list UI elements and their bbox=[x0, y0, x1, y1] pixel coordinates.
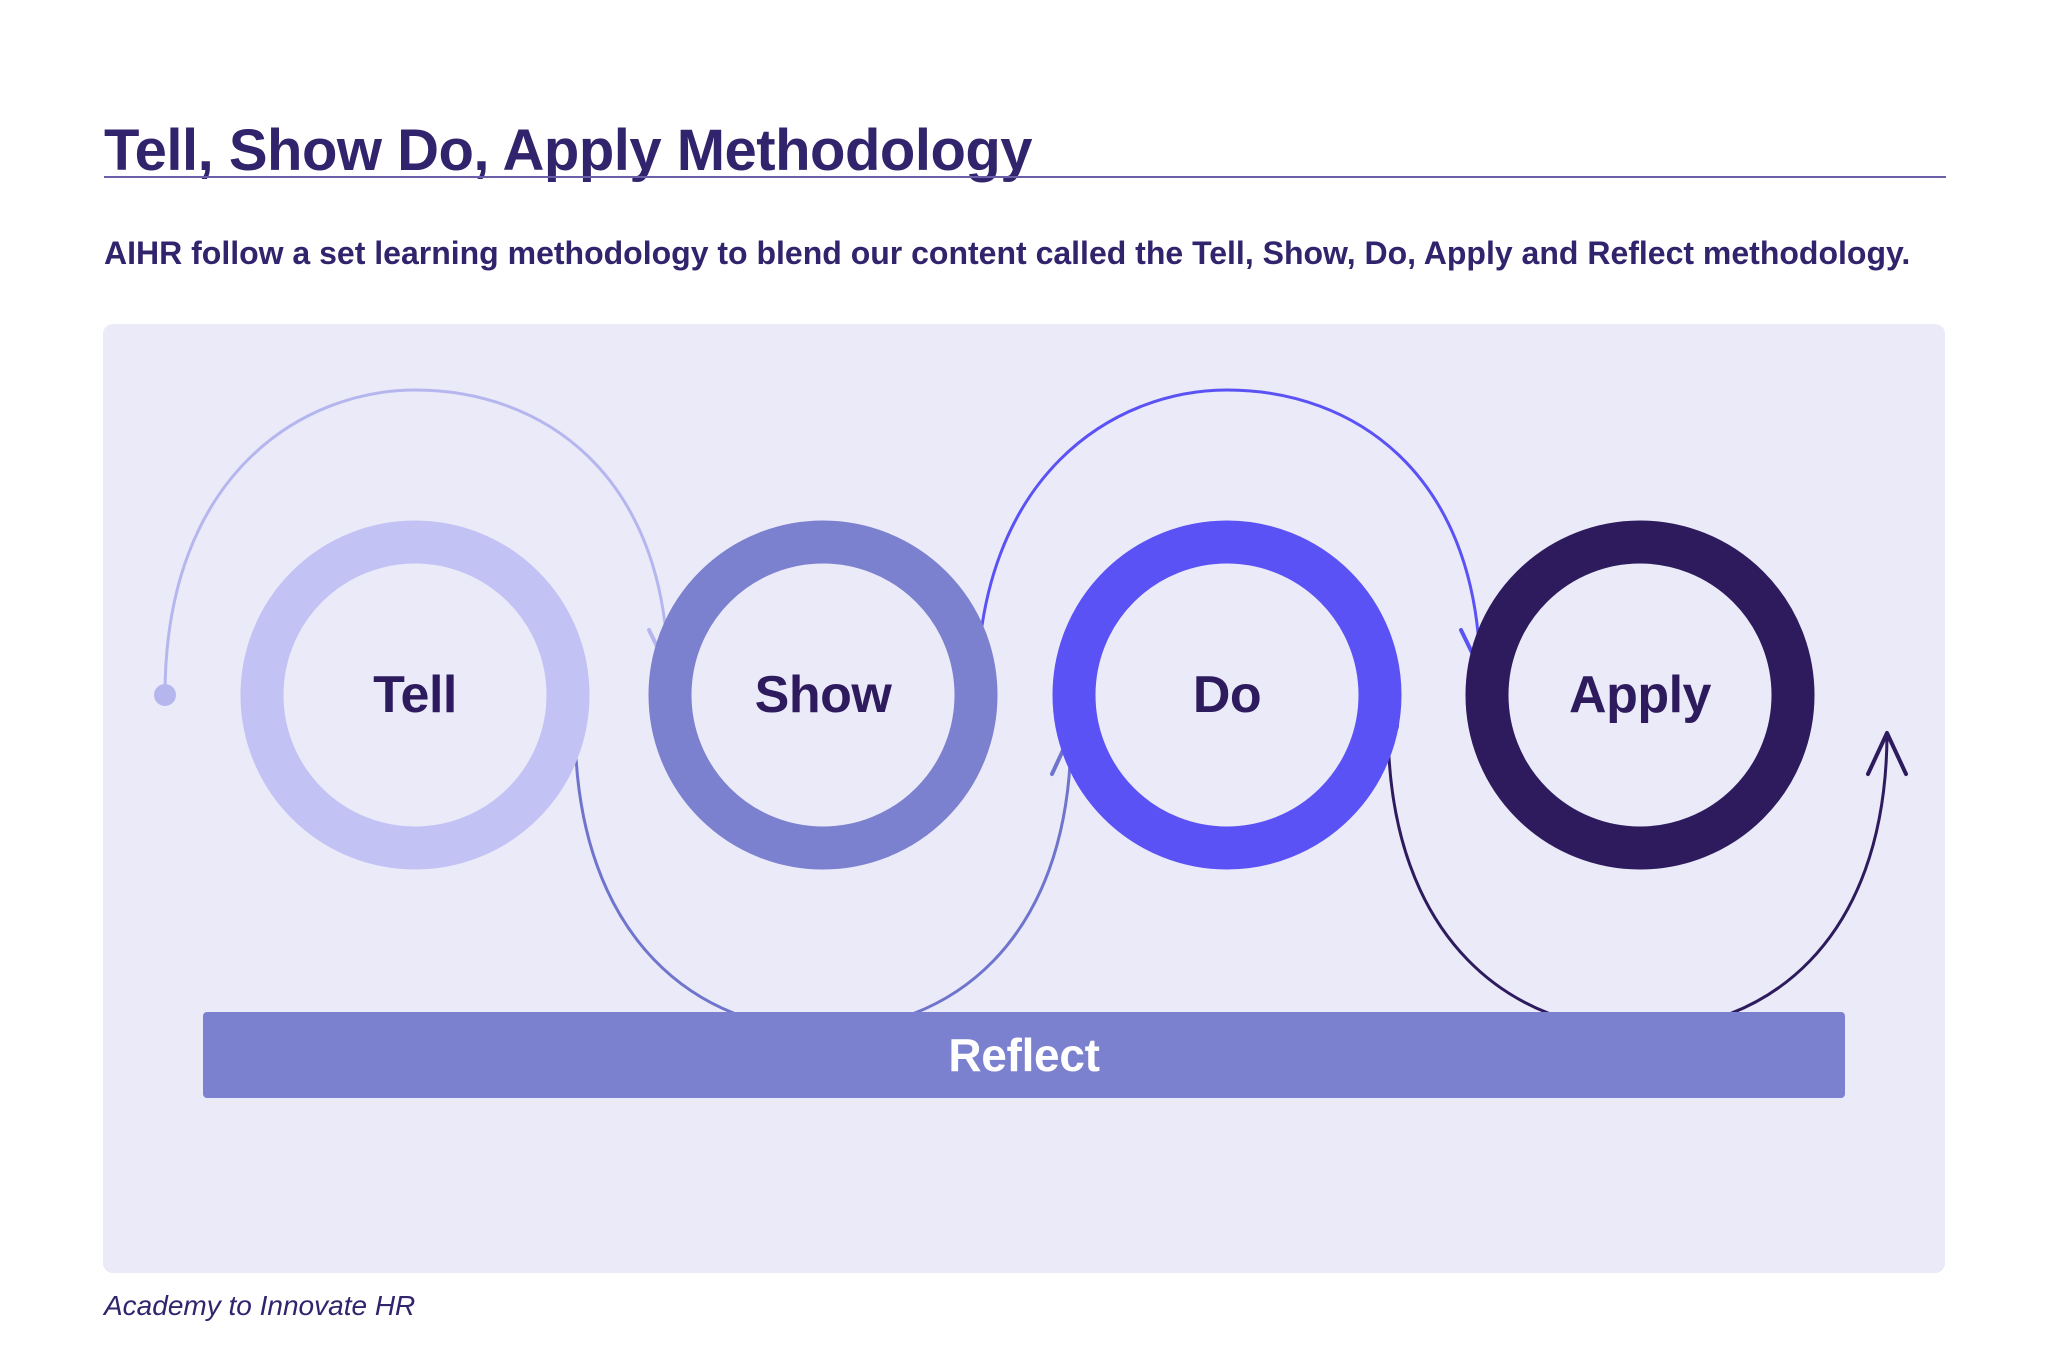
methodology-diagram: Tell Show Do Apply Reflect bbox=[103, 324, 1945, 1273]
diagram-panel: Tell Show Do Apply Reflect bbox=[103, 324, 1945, 1273]
reflect-banner: Reflect bbox=[203, 1012, 1845, 1098]
ring-tell bbox=[240, 520, 590, 870]
ring-apply bbox=[1465, 520, 1815, 870]
connector-apply-cycle bbox=[1377, 714, 1908, 1032]
node-label-show: Show bbox=[754, 666, 892, 724]
node-label-do: Do bbox=[1192, 666, 1262, 724]
reflect-banner-label: Reflect bbox=[948, 1029, 1100, 1081]
ring-do bbox=[1052, 520, 1402, 870]
diagram-canvas bbox=[154, 388, 1908, 1032]
page-subtitle: AIHR follow a set learning methodology t… bbox=[104, 235, 1911, 271]
footer-source: Academy to Innovate HR bbox=[104, 1290, 416, 1321]
title-divider bbox=[104, 176, 1946, 178]
ring-show bbox=[648, 520, 998, 870]
node-label-tell: Tell bbox=[373, 666, 457, 724]
connector-show-do bbox=[564, 714, 1092, 1032]
page-title: Tell, Show Do, Apply Methodology bbox=[104, 117, 1033, 183]
node-label-apply: Apply bbox=[1569, 666, 1711, 724]
